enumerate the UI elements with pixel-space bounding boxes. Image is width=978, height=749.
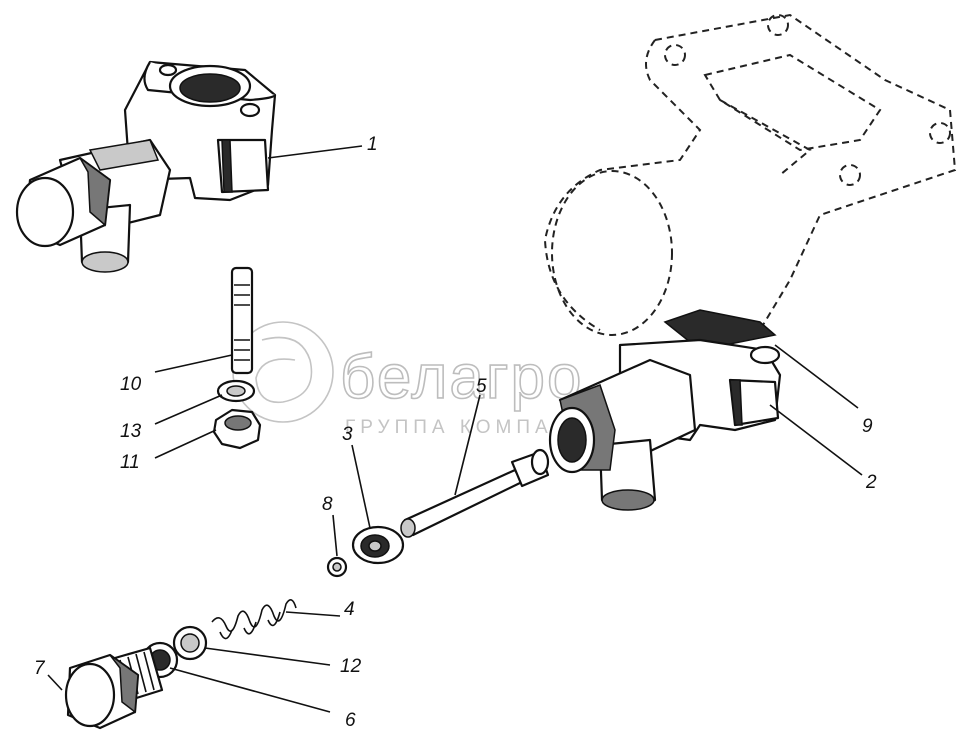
leader-lines bbox=[47, 145, 863, 713]
part-5-rod bbox=[400, 448, 550, 538]
leader-5 bbox=[454, 394, 481, 496]
callout-8: 8 bbox=[322, 494, 333, 515]
part-11-nut bbox=[212, 408, 262, 450]
part-8-ring bbox=[326, 556, 348, 578]
callout-11: 11 bbox=[120, 452, 140, 473]
leader-12 bbox=[204, 647, 331, 666]
callout-4: 4 bbox=[344, 599, 355, 620]
watermark-brand: белагро bbox=[340, 343, 583, 412]
callout-7: 7 bbox=[34, 658, 46, 679]
watermark: белагро ГРУППА КОМПАНИЙ bbox=[232, 321, 609, 438]
callout-2: 2 bbox=[865, 472, 877, 493]
callout-1: 1 bbox=[367, 134, 378, 155]
leader-13 bbox=[154, 394, 223, 425]
part-7-plug bbox=[64, 646, 164, 730]
callout-13: 13 bbox=[120, 421, 142, 442]
part-2-manifold bbox=[543, 13, 957, 511]
leader-2 bbox=[769, 404, 863, 476]
callout-6: 6 bbox=[345, 710, 356, 731]
callout-labels: 1 2 3 4 5 6 7 8 9 10 11 12 13 bbox=[34, 134, 877, 731]
part-10-stud bbox=[230, 266, 254, 375]
leader-6 bbox=[169, 667, 331, 713]
part-3-valve bbox=[351, 525, 405, 565]
callout-5: 5 bbox=[476, 376, 487, 397]
leader-7 bbox=[47, 674, 63, 691]
leader-11 bbox=[154, 429, 217, 459]
leader-3 bbox=[351, 444, 371, 529]
callout-3: 3 bbox=[342, 424, 353, 445]
watermark-subtitle: ГРУППА КОМПАНИЙ bbox=[345, 416, 609, 438]
watermark-logo-mark bbox=[255, 336, 313, 404]
part-4-spring bbox=[211, 599, 297, 640]
leader-1 bbox=[267, 145, 363, 159]
part-12-washer bbox=[172, 625, 208, 661]
callout-10: 10 bbox=[120, 374, 142, 395]
leader-10 bbox=[154, 354, 233, 373]
callout-12: 12 bbox=[340, 656, 362, 677]
leader-4 bbox=[285, 611, 341, 617]
leader-9 bbox=[774, 344, 859, 409]
part-13-washer bbox=[216, 379, 256, 403]
leader-8 bbox=[332, 514, 338, 557]
callout-9: 9 bbox=[862, 416, 873, 437]
part-1-housing bbox=[15, 60, 277, 273]
